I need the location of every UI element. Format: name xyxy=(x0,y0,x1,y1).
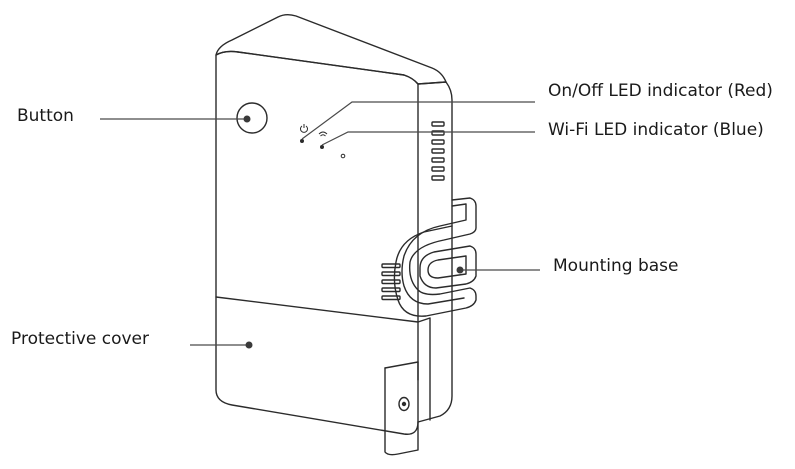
leader-line-wifi xyxy=(321,131,535,146)
power-icon xyxy=(300,124,308,133)
leader-line-onoff xyxy=(301,101,535,140)
device-front-face xyxy=(215,50,419,435)
onoff-led xyxy=(300,139,304,143)
mounting-base xyxy=(393,197,477,317)
button-device xyxy=(236,102,268,134)
device-top-face xyxy=(215,14,447,85)
label-button: Button xyxy=(17,106,74,126)
vent-slots xyxy=(381,121,445,301)
label-mounting-base: Mounting base xyxy=(553,256,679,276)
wifi-led xyxy=(320,145,324,149)
cover-screw-hole xyxy=(398,396,410,412)
cover-side-panel xyxy=(384,361,419,369)
cover-seam xyxy=(215,296,419,323)
small-hole xyxy=(340,153,346,159)
label-wifi-led: Wi-Fi LED indicator (Blue) xyxy=(548,120,764,140)
device-side-face xyxy=(417,81,453,423)
wifi-icon xyxy=(318,131,328,137)
cover-side-seam xyxy=(417,317,431,421)
label-protective-cover: Protective cover xyxy=(11,329,150,349)
label-onoff-led: On/Off LED indicator (Red) xyxy=(548,81,773,101)
